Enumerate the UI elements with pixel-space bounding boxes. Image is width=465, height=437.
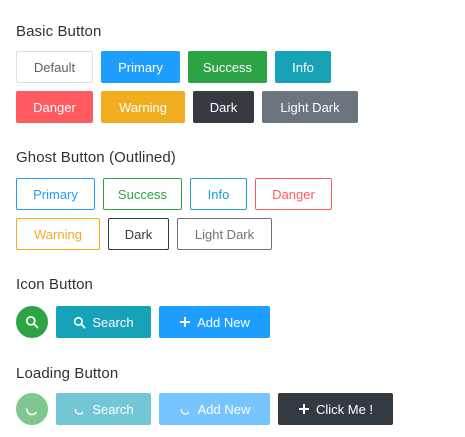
light-dark-button[interactable]: Light Dark (262, 91, 358, 123)
add-new-button-label: Add New (197, 314, 250, 330)
ghost-danger-button[interactable]: Danger (255, 178, 332, 210)
ghost-success-button[interactable]: Success (103, 178, 182, 210)
section-title-ghost: Ghost Button (Outlined) (16, 149, 176, 166)
danger-button[interactable]: Danger (16, 91, 93, 123)
primary-button-label: Primary (118, 59, 163, 75)
loading-add-new-label: Add New (197, 401, 251, 417)
ghost-warning-label: Warning (34, 226, 82, 242)
section-title-loading: Loading Button (16, 365, 119, 382)
search-button-label: Search (92, 314, 134, 330)
ghost-light-dark-label: Light Dark (194, 226, 255, 242)
ghost-dark-button[interactable]: Dark (108, 218, 169, 250)
primary-button[interactable]: Primary (101, 51, 180, 83)
search-circle-button[interactable] (16, 306, 48, 338)
loading-circle-button[interactable] (16, 393, 48, 425)
ghost-primary-button[interactable]: Primary (16, 178, 95, 210)
success-button[interactable]: Success (188, 51, 267, 83)
ghost-info-button[interactable]: Info (190, 178, 247, 210)
default-button-label: Default (33, 59, 76, 75)
section-title-basic: Basic Button (16, 23, 102, 40)
spinner-icon (24, 401, 40, 417)
section-title-icon: Icon Button (16, 276, 93, 293)
dark-button-label: Dark (209, 99, 238, 115)
plus-icon (179, 316, 191, 328)
danger-button-label: Danger (33, 99, 76, 115)
search-icon (73, 316, 86, 329)
loading-add-new-button[interactable]: Add New (159, 393, 270, 425)
success-button-label: Success (202, 59, 253, 75)
click-me-button[interactable]: Click Me ! (278, 393, 393, 425)
ghost-success-label: Success (117, 186, 168, 202)
ghost-dark-label: Dark (124, 226, 153, 242)
warning-button[interactable]: Warning (101, 91, 185, 123)
spinner-icon (73, 403, 86, 416)
default-button[interactable]: Default (16, 51, 93, 83)
loading-search-label: Search (92, 401, 134, 417)
ghost-warning-button[interactable]: Warning (16, 218, 100, 250)
search-button[interactable]: Search (56, 306, 151, 338)
ghost-light-dark-button[interactable]: Light Dark (177, 218, 272, 250)
click-me-label: Click Me ! (315, 401, 374, 417)
loading-search-button[interactable]: Search (56, 393, 151, 425)
search-icon (25, 315, 39, 329)
ghost-danger-label: Danger (272, 186, 315, 202)
light-dark-button-label: Light Dark (280, 99, 340, 115)
spinner-icon (179, 403, 192, 416)
info-button[interactable]: Info (275, 51, 331, 83)
plus-icon (298, 403, 310, 415)
warning-button-label: Warning (119, 99, 167, 115)
info-button-label: Info (292, 59, 314, 75)
ghost-info-label: Info (207, 186, 230, 202)
dark-button[interactable]: Dark (193, 91, 254, 123)
ghost-primary-label: Primary (33, 186, 78, 202)
add-new-button[interactable]: Add New (159, 306, 270, 338)
